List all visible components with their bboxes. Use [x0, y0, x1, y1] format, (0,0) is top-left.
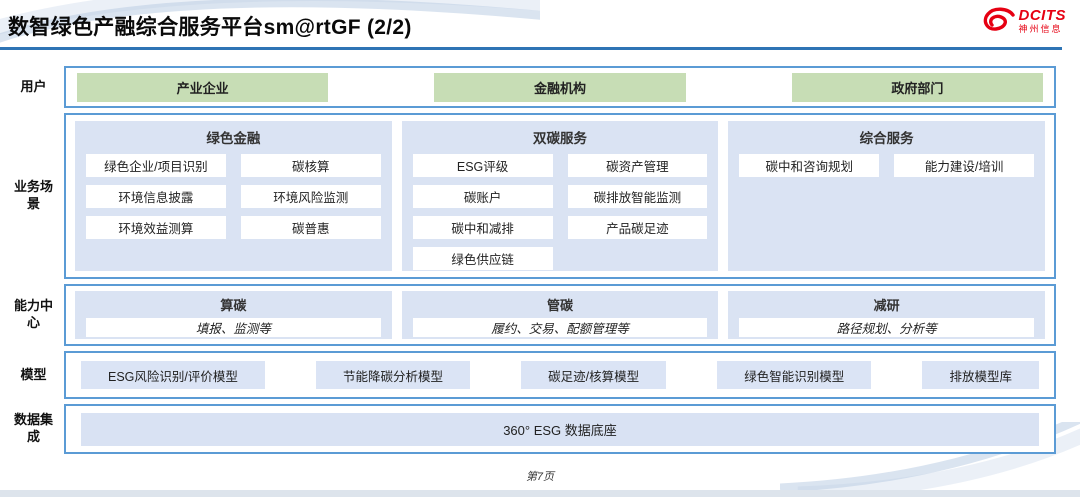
- brand-name-chinese: 神州信息: [1018, 23, 1063, 34]
- title-underline: [0, 47, 1062, 50]
- users-container: 产业企业 金融机构 政府部门: [64, 66, 1056, 108]
- row-label-capabilities: 能力中心: [13, 298, 53, 330]
- row-label-models: 模型: [20, 366, 47, 382]
- scenario-cell: 产品碳足迹: [567, 216, 708, 239]
- row-users: 用户 产业企业 金融机构 政府部门: [8, 66, 1056, 108]
- scenario-cell: 能力建设/培训: [894, 154, 1035, 177]
- scenario-cell: 绿色供应链: [412, 247, 553, 270]
- capability-subtitle: 填报、监测等: [86, 318, 381, 337]
- scenario-cell: ESG评级: [412, 154, 553, 177]
- row-models: 模型 ESG风险识别/评价模型 节能降碳分析模型 碳足迹/核算模型 绿色智能识别…: [8, 351, 1056, 399]
- row-label-data-integration: 数据集成: [13, 412, 53, 444]
- capability-title: 算碳: [220, 298, 247, 313]
- row-capabilities: 能力中心 算碳 填报、监测等 管碳 履约、交易、配额管理等 减研 路径规划、分析…: [8, 284, 1056, 346]
- row-label-users: 用户: [20, 78, 47, 94]
- panel-title: 综合服务: [859, 131, 914, 146]
- scenario-cell: 环境信息披露: [86, 185, 226, 208]
- panel-title: 绿色金融: [206, 131, 261, 146]
- user-box-industry: 产业企业: [77, 72, 329, 102]
- row-scenarios: 业务场景 绿色金融 绿色企业/项目识别 碳核算 环境信息披露 环境风险监测 环境…: [8, 113, 1056, 279]
- scenario-cell: 碳账户: [412, 185, 553, 208]
- user-box-finance: 金融机构: [434, 72, 686, 102]
- row-label-scenarios: 业务场景: [13, 179, 53, 211]
- scenario-cell: 绿色企业/项目识别: [86, 154, 226, 177]
- scenario-cell: 碳中和咨询规划: [739, 154, 880, 177]
- capability-title: 减研: [873, 298, 900, 313]
- model-box: 排放模型库: [922, 361, 1039, 389]
- capability-carbon-management: 管碳 履约、交易、配额管理等: [401, 291, 719, 339]
- brand-name: DCITS: [1018, 6, 1066, 24]
- panel-green-finance: 绿色金融 绿色企业/项目识别 碳核算 环境信息披露 环境风险监测 环境效益测算 …: [75, 121, 392, 271]
- bottom-edge-strip: [0, 490, 1080, 497]
- dcits-logo: DCITS 神州信息: [982, 7, 1067, 34]
- model-box: 碳足迹/核算模型: [521, 361, 667, 389]
- capability-subtitle: 履约、交易、配额管理等: [412, 318, 708, 337]
- user-box-government: 政府部门: [791, 72, 1043, 102]
- scenario-cell: 环境风险监测: [240, 185, 381, 208]
- panel-dual-carbon-service: 双碳服务 ESG评级 碳资产管理 碳账户 碳排放智能监测 碳中和减排 产品碳足迹…: [401, 121, 719, 271]
- esg-data-base-box: 360° ESG 数据底座: [81, 412, 1039, 446]
- scenarios-container: 绿色金融 绿色企业/项目识别 碳核算 环境信息披露 环境风险监测 环境效益测算 …: [64, 113, 1056, 279]
- panel-grid: 碳中和咨询规划 能力建设/培训: [739, 154, 1035, 177]
- dcits-swirl-icon: [983, 7, 1015, 31]
- models-container: ESG风险识别/评价模型 节能降碳分析模型 碳足迹/核算模型 绿色智能识别模型 …: [64, 351, 1056, 399]
- capability-carbon-accounting: 算碳 填报、监测等: [75, 291, 392, 339]
- capabilities-container: 算碳 填报、监测等 管碳 履约、交易、配额管理等 减研 路径规划、分析等: [64, 284, 1056, 346]
- model-box: 节能降碳分析模型: [316, 361, 471, 389]
- scenario-cell: 碳普惠: [240, 216, 381, 239]
- scenario-cell: 环境效益测算: [86, 216, 226, 239]
- capability-subtitle: 路径规划、分析等: [739, 318, 1035, 337]
- panel-grid: 绿色企业/项目识别 碳核算 环境信息披露 环境风险监测 环境效益测算 碳普惠: [86, 154, 381, 239]
- panel-title: 双碳服务: [533, 131, 587, 146]
- scenario-cell: 碳资产管理: [567, 154, 708, 177]
- capability-reduction-research: 减研 路径规划、分析等: [728, 291, 1046, 339]
- panel-grid: ESG评级 碳资产管理 碳账户 碳排放智能监测 碳中和减排 产品碳足迹 绿色供应…: [412, 154, 708, 270]
- capability-title: 管碳: [547, 298, 574, 313]
- row-data-integration: 数据集成 360° ESG 数据底座: [8, 404, 1056, 454]
- page-number: 第7页: [525, 471, 555, 483]
- panel-comprehensive-service: 综合服务 碳中和咨询规划 能力建设/培训: [728, 121, 1046, 271]
- scenario-cell: 碳排放智能监测: [567, 185, 708, 208]
- model-box: ESG风险识别/评价模型: [81, 361, 265, 389]
- data-integration-container: 360° ESG 数据底座: [64, 404, 1056, 454]
- architecture-diagram: 用户 产业企业 金融机构 政府部门 业务场景 绿色金融 绿色企业/项目识别 碳核…: [8, 66, 1056, 459]
- scenario-cell: 碳核算: [240, 154, 381, 177]
- scenario-cell: 碳中和减排: [412, 216, 553, 239]
- logo-texts: DCITS 神州信息: [1019, 8, 1067, 34]
- model-box: 绿色智能识别模型: [717, 361, 872, 389]
- page-title: 数智绿色产融综合服务平台sm@rtGF (2/2): [8, 16, 412, 39]
